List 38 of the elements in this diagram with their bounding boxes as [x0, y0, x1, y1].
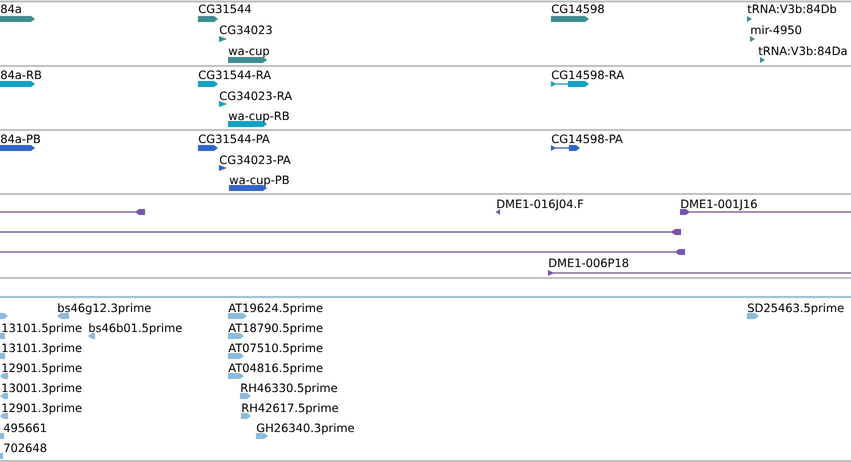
- feature-label: RH42617.5prime: [242, 403, 338, 414]
- feature-label: AT07510.5prime: [228, 343, 322, 354]
- feature-label: wa-cup-RB: [228, 112, 289, 122]
- feature-label: CG14598-PA: [552, 134, 623, 144]
- feature-label: 495661: [4, 424, 46, 432]
- feature-label: CG14598-RA: [552, 70, 624, 80]
- feature-label: bs46b01.5prime: [89, 323, 182, 334]
- feature-label: 84a-RB: [1, 70, 42, 80]
- feature-label: CG31544-RA: [198, 70, 271, 80]
- feature-label: AT04816.5prime: [228, 363, 322, 374]
- feature-label: SD25463.5prime: [748, 303, 844, 314]
- feature-label: bs46g12.3prime: [58, 303, 151, 314]
- feature-label: tRNA:V3b:84Da: [758, 46, 846, 56]
- feature-label: CG34023-RA: [220, 92, 292, 100]
- feature-label: CG14598: [552, 4, 604, 14]
- feature-label: mir-4950: [751, 25, 802, 34]
- feature-label: GH26340.3prime: [256, 423, 354, 434]
- feature-label: 12901.3prime: [2, 403, 82, 414]
- feature-label: 13001.3prime: [2, 383, 82, 394]
- feature-label: tRNA:V3b:84Db: [748, 4, 836, 14]
- feature-label: CG31544: [198, 4, 251, 14]
- feature-label: RH46330.5prime: [241, 383, 338, 394]
- feature-label: CG31544-PA: [198, 134, 270, 144]
- feature-label: AT18790.5prime: [228, 323, 322, 334]
- feature-label: 12901.5prime: [2, 363, 82, 374]
- feature-label: wa-cup: [228, 48, 270, 58]
- feature-label: CG34023: [220, 26, 272, 34]
- feature-label: 13101.5prime: [2, 323, 82, 334]
- feature-label: 84a: [1, 4, 21, 14]
- feature-label: DME1-006P18: [549, 258, 628, 268]
- feature-label: DME1-016J04.F: [497, 200, 584, 210]
- feature-label: 702648: [4, 444, 46, 452]
- feature-label: wa-cup-PB: [230, 176, 289, 186]
- feature-label: 13101.3prime: [2, 343, 82, 354]
- feature-label: DME1-001J16: [681, 200, 757, 210]
- feature-label: AT19624.5prime: [228, 303, 322, 314]
- feature-label: CG34023-PA: [220, 156, 291, 164]
- feature-label: 84a-PB: [1, 134, 40, 144]
